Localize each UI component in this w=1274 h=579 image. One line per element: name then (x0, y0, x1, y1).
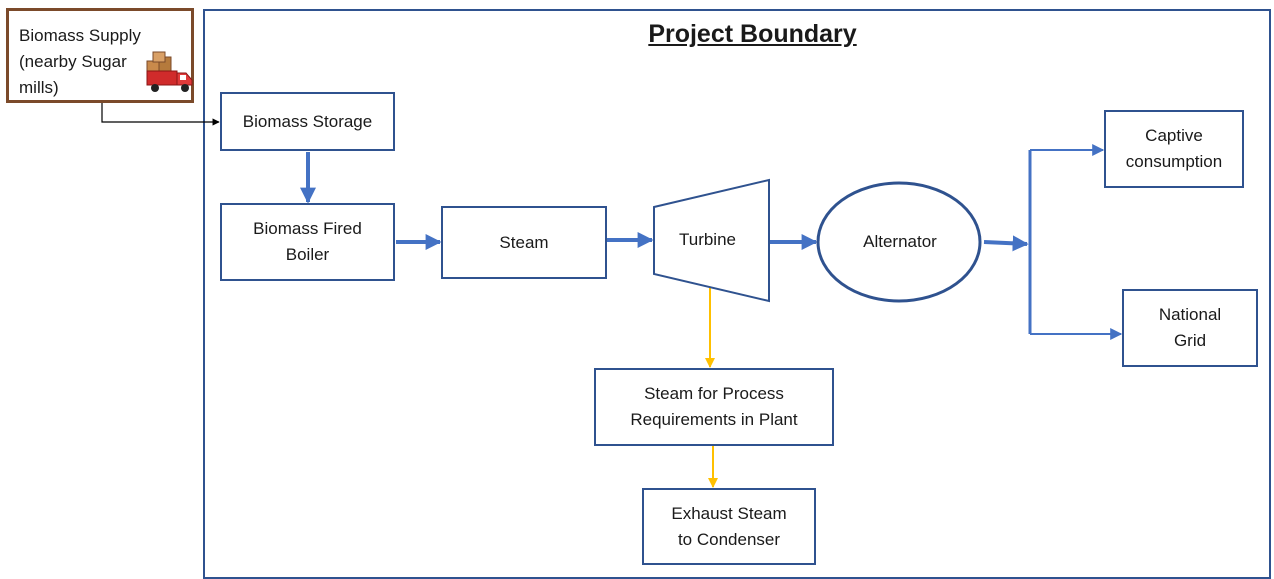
steam-box: Steam (441, 206, 607, 279)
turbine-label: Turbine (678, 230, 736, 249)
supply-line-2: (nearby Sugar (19, 52, 127, 71)
supply-line-1: Biomass Supply (19, 26, 141, 45)
process-label-line-1: Steam for Process (644, 384, 784, 403)
diagram-title: Project Boundary (648, 20, 857, 48)
boiler-label-line-1: Biomass Fired (253, 219, 362, 238)
grid-label-line-1: National (1158, 305, 1222, 324)
captive-label-line-2: consumption (1125, 152, 1223, 171)
alternator-label: Alternator (863, 232, 937, 251)
process-label-line-2: Requirements in Plant (630, 410, 798, 429)
supply-line-3: mills) (19, 78, 59, 97)
delivery-truck-icon (146, 51, 193, 92)
exhaust-label-line-2: to Condenser (677, 529, 781, 549)
steam-label: Steam (499, 232, 549, 252)
captive-label-line-1: Captive (1145, 126, 1203, 145)
biomass-supply-label: Biomass Supply (nearby Sugar mills) (19, 23, 141, 101)
exhaust-label-line-1: Exhaust Steam (671, 503, 787, 523)
biomass-storage-box: Biomass Storage (220, 92, 395, 151)
biomass-supply-box: Biomass Supply (nearby Sugar mills) (6, 8, 194, 103)
biomass-storage-label: Biomass Storage (242, 111, 373, 131)
alternator-shape (816, 181, 982, 303)
captive-consumption-box: Captive consumption (1104, 110, 1244, 188)
exhaust-steam-box: Exhaust Steam to Condenser (642, 488, 816, 565)
arrow-alternator-to-split (983, 235, 1029, 252)
grid-label-line-2: Grid (1173, 331, 1207, 350)
turbine-shape (653, 178, 770, 303)
arrow-supply-to-storage (101, 103, 220, 126)
boiler-label-line-2: Boiler (285, 245, 330, 264)
